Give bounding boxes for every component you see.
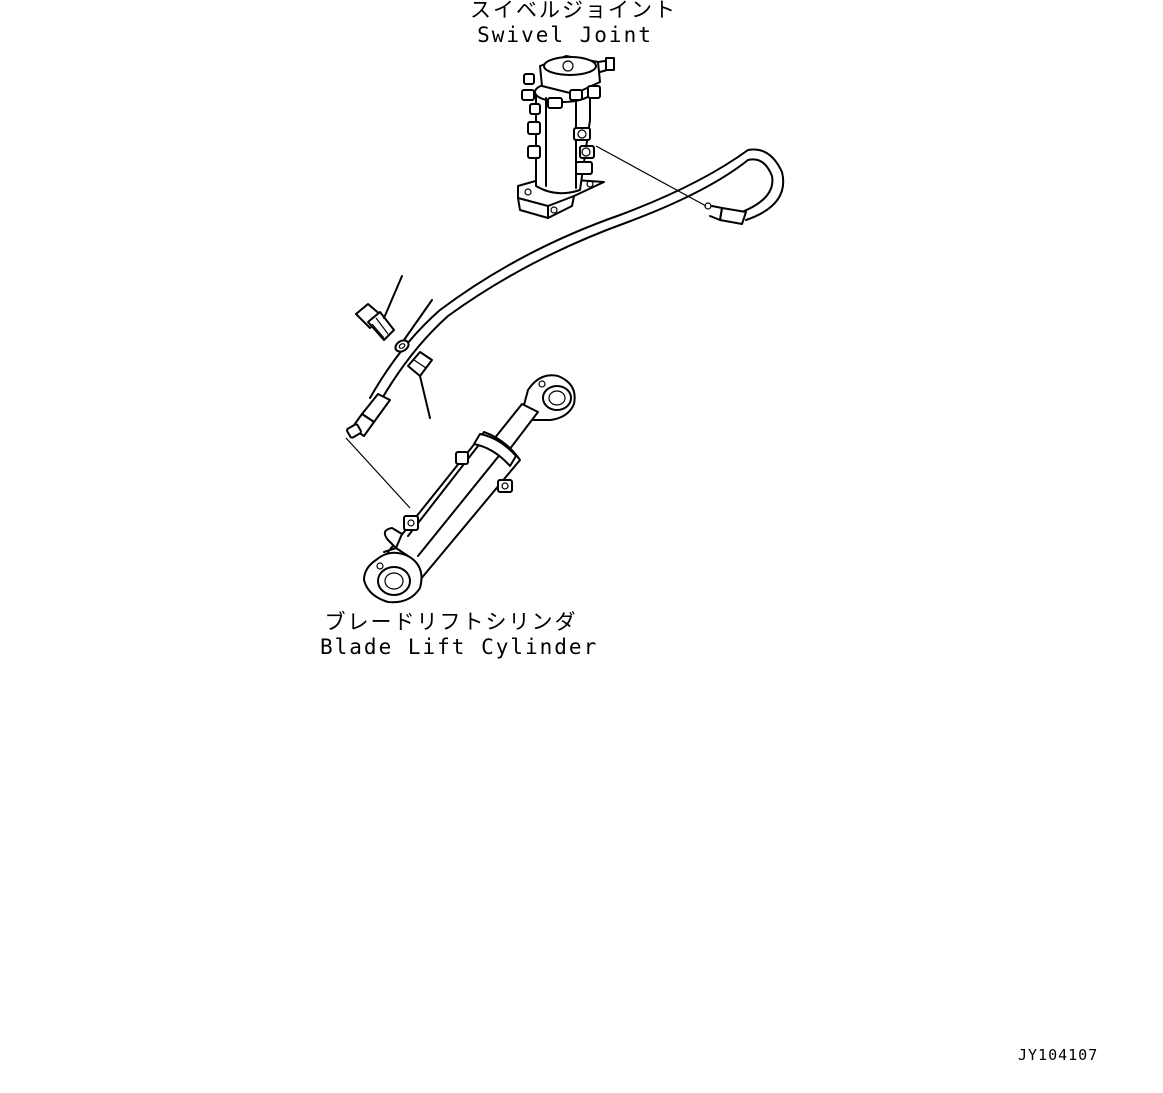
leader-line-cylinder: [345, 437, 411, 509]
hydraulic-hose: [346, 148, 785, 439]
bolt: [355, 303, 395, 341]
blade-lift-cylinder: [363, 374, 576, 604]
blade-lift-cylinder-label-jp: ブレードリフトシリンダ: [324, 610, 578, 634]
swivel-joint: [517, 55, 615, 219]
leader-line-sleeve: [419, 375, 431, 419]
washer: [394, 339, 410, 353]
swivel-joint-label-jp: スイベルジョイント: [470, 0, 677, 22]
blade-lift-cylinder-label-en: Blade Lift Cylinder: [320, 635, 599, 659]
blade-lift-cylinder-label: ブレードリフトシリンダ Blade Lift Cylinder: [320, 610, 599, 660]
leader-line-swivel: [595, 145, 707, 207]
drawing-code: JY104107: [1018, 1046, 1099, 1064]
hose-sleeve: [407, 351, 433, 377]
leader-line-washer: [403, 299, 433, 341]
swivel-joint-label-en: Swivel Joint: [477, 23, 653, 47]
leader-line-bolt: [383, 275, 403, 319]
swivel-joint-label: スイベルジョイント Swivel Joint: [470, 0, 677, 48]
